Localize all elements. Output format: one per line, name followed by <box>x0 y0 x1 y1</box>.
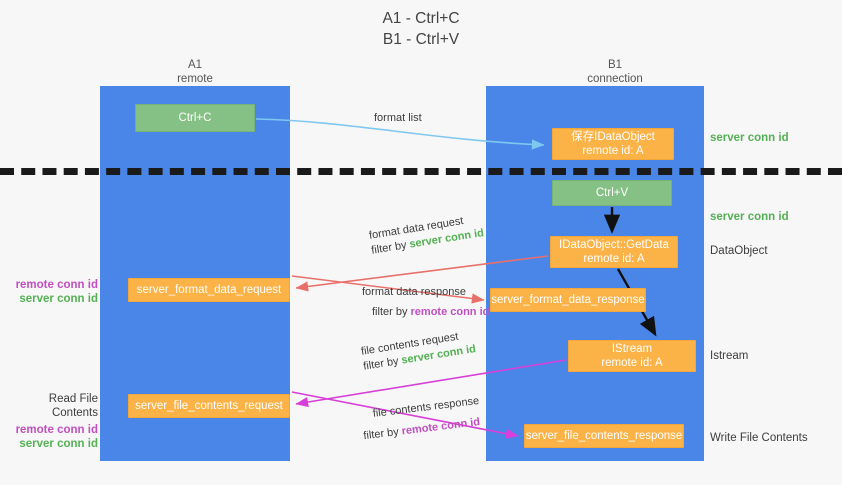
node-server-file-contents-response-label: server_file_contents_response <box>525 430 683 442</box>
note-left-1-remote-conn-id: remote conn id <box>15 279 98 291</box>
note-read-file-contents: Read File Contents <box>48 393 98 419</box>
node-server-file-contents-request[interactable]: server_file_contents_request <box>128 394 290 418</box>
node-istream-line1: IStream <box>611 343 653 355</box>
edge-label-format-data-response-filter: filter by remote conn id <box>372 305 489 320</box>
lane-header-b1: B1 connection <box>540 58 690 86</box>
node-istream-line2: remote id: A <box>601 357 663 369</box>
edge-label-format-data-request: format data request filter by server con… <box>368 211 485 258</box>
note-write-file-contents: Write File Contents <box>710 432 808 444</box>
edge-label-file-contents-request: file contents request filter by server c… <box>360 327 477 374</box>
node-server-file-contents-response[interactable]: server_file_contents_response <box>524 424 684 448</box>
divider-dashed-line <box>0 168 842 175</box>
note-left-group-1: remote conn id server conn id <box>8 278 98 306</box>
node-idataobject-getdata[interactable]: IDataObject::GetData remote id: A <box>550 236 678 268</box>
node-ctrl-c[interactable]: Ctrl+C <box>135 104 255 132</box>
note-left-1-server-conn-id: server conn id <box>19 293 98 305</box>
lane-a1-role: remote <box>177 73 213 85</box>
node-getdata-line2: remote id: A <box>583 253 645 265</box>
node-istream[interactable]: IStream remote id: A <box>568 340 696 372</box>
note-istream: Istream <box>710 350 749 362</box>
title-line-2: B1 - Ctrl+V <box>382 31 460 48</box>
note-dataobject: DataObject <box>710 245 768 257</box>
lane-b1-role: connection <box>587 73 643 85</box>
filter-key-remote-conn-id: remote conn id <box>410 306 490 318</box>
edge-label-format-data-response: format data response filter by remote co… <box>362 285 489 320</box>
edge-label-format-list: format list <box>374 111 422 126</box>
node-idataobject-line1: 保存IDataObject <box>571 131 655 143</box>
edge-label-format-list-text: format list <box>374 112 422 124</box>
edge-label-file-contents-response: file contents response filter by remote … <box>363 394 483 443</box>
lane-header-a1: A1 remote <box>120 58 270 86</box>
node-ctrl-v-label: Ctrl+V <box>595 187 629 199</box>
lane-a1-name: A1 <box>187 59 203 71</box>
filter-prefix: filter by <box>362 425 403 443</box>
note-left-2-remote-conn-id: remote conn id <box>15 424 98 436</box>
node-ctrl-v[interactable]: Ctrl+V <box>552 180 672 206</box>
node-idataobject[interactable]: 保存IDataObject remote id: A <box>552 128 674 160</box>
node-server-format-data-response[interactable]: server_format_data_response <box>490 288 646 312</box>
node-getdata-line1: IDataObject::GetData <box>559 239 669 251</box>
edge-label-format-data-response-text: format data response <box>362 286 466 298</box>
note-left-group-2: Read File Contents remote conn id server… <box>8 392 98 451</box>
node-ctrl-c-label: Ctrl+C <box>178 112 212 124</box>
node-server-format-data-request[interactable]: server_format_data_request <box>128 278 290 302</box>
filter-prefix: filter by <box>372 306 411 318</box>
note-left-2-server-conn-id: server conn id <box>19 438 98 450</box>
node-idataobject-line2: remote id: A <box>582 145 644 157</box>
page-title: A1 - Ctrl+C B1 - Ctrl+V <box>0 8 842 50</box>
filter-key-remote-conn-id: remote conn id <box>400 415 481 438</box>
node-server-format-data-request-label: server_format_data_request <box>136 284 282 296</box>
title-line-1: A1 - Ctrl+C <box>382 10 460 27</box>
note-server-conn-id-top: server conn id <box>710 132 789 144</box>
lane-b1-name: B1 <box>607 59 623 71</box>
note-server-conn-id-mid: server conn id <box>710 211 789 223</box>
node-server-format-data-response-label: server_format_data_response <box>491 294 645 306</box>
node-server-file-contents-request-label: server_file_contents_request <box>135 400 283 412</box>
